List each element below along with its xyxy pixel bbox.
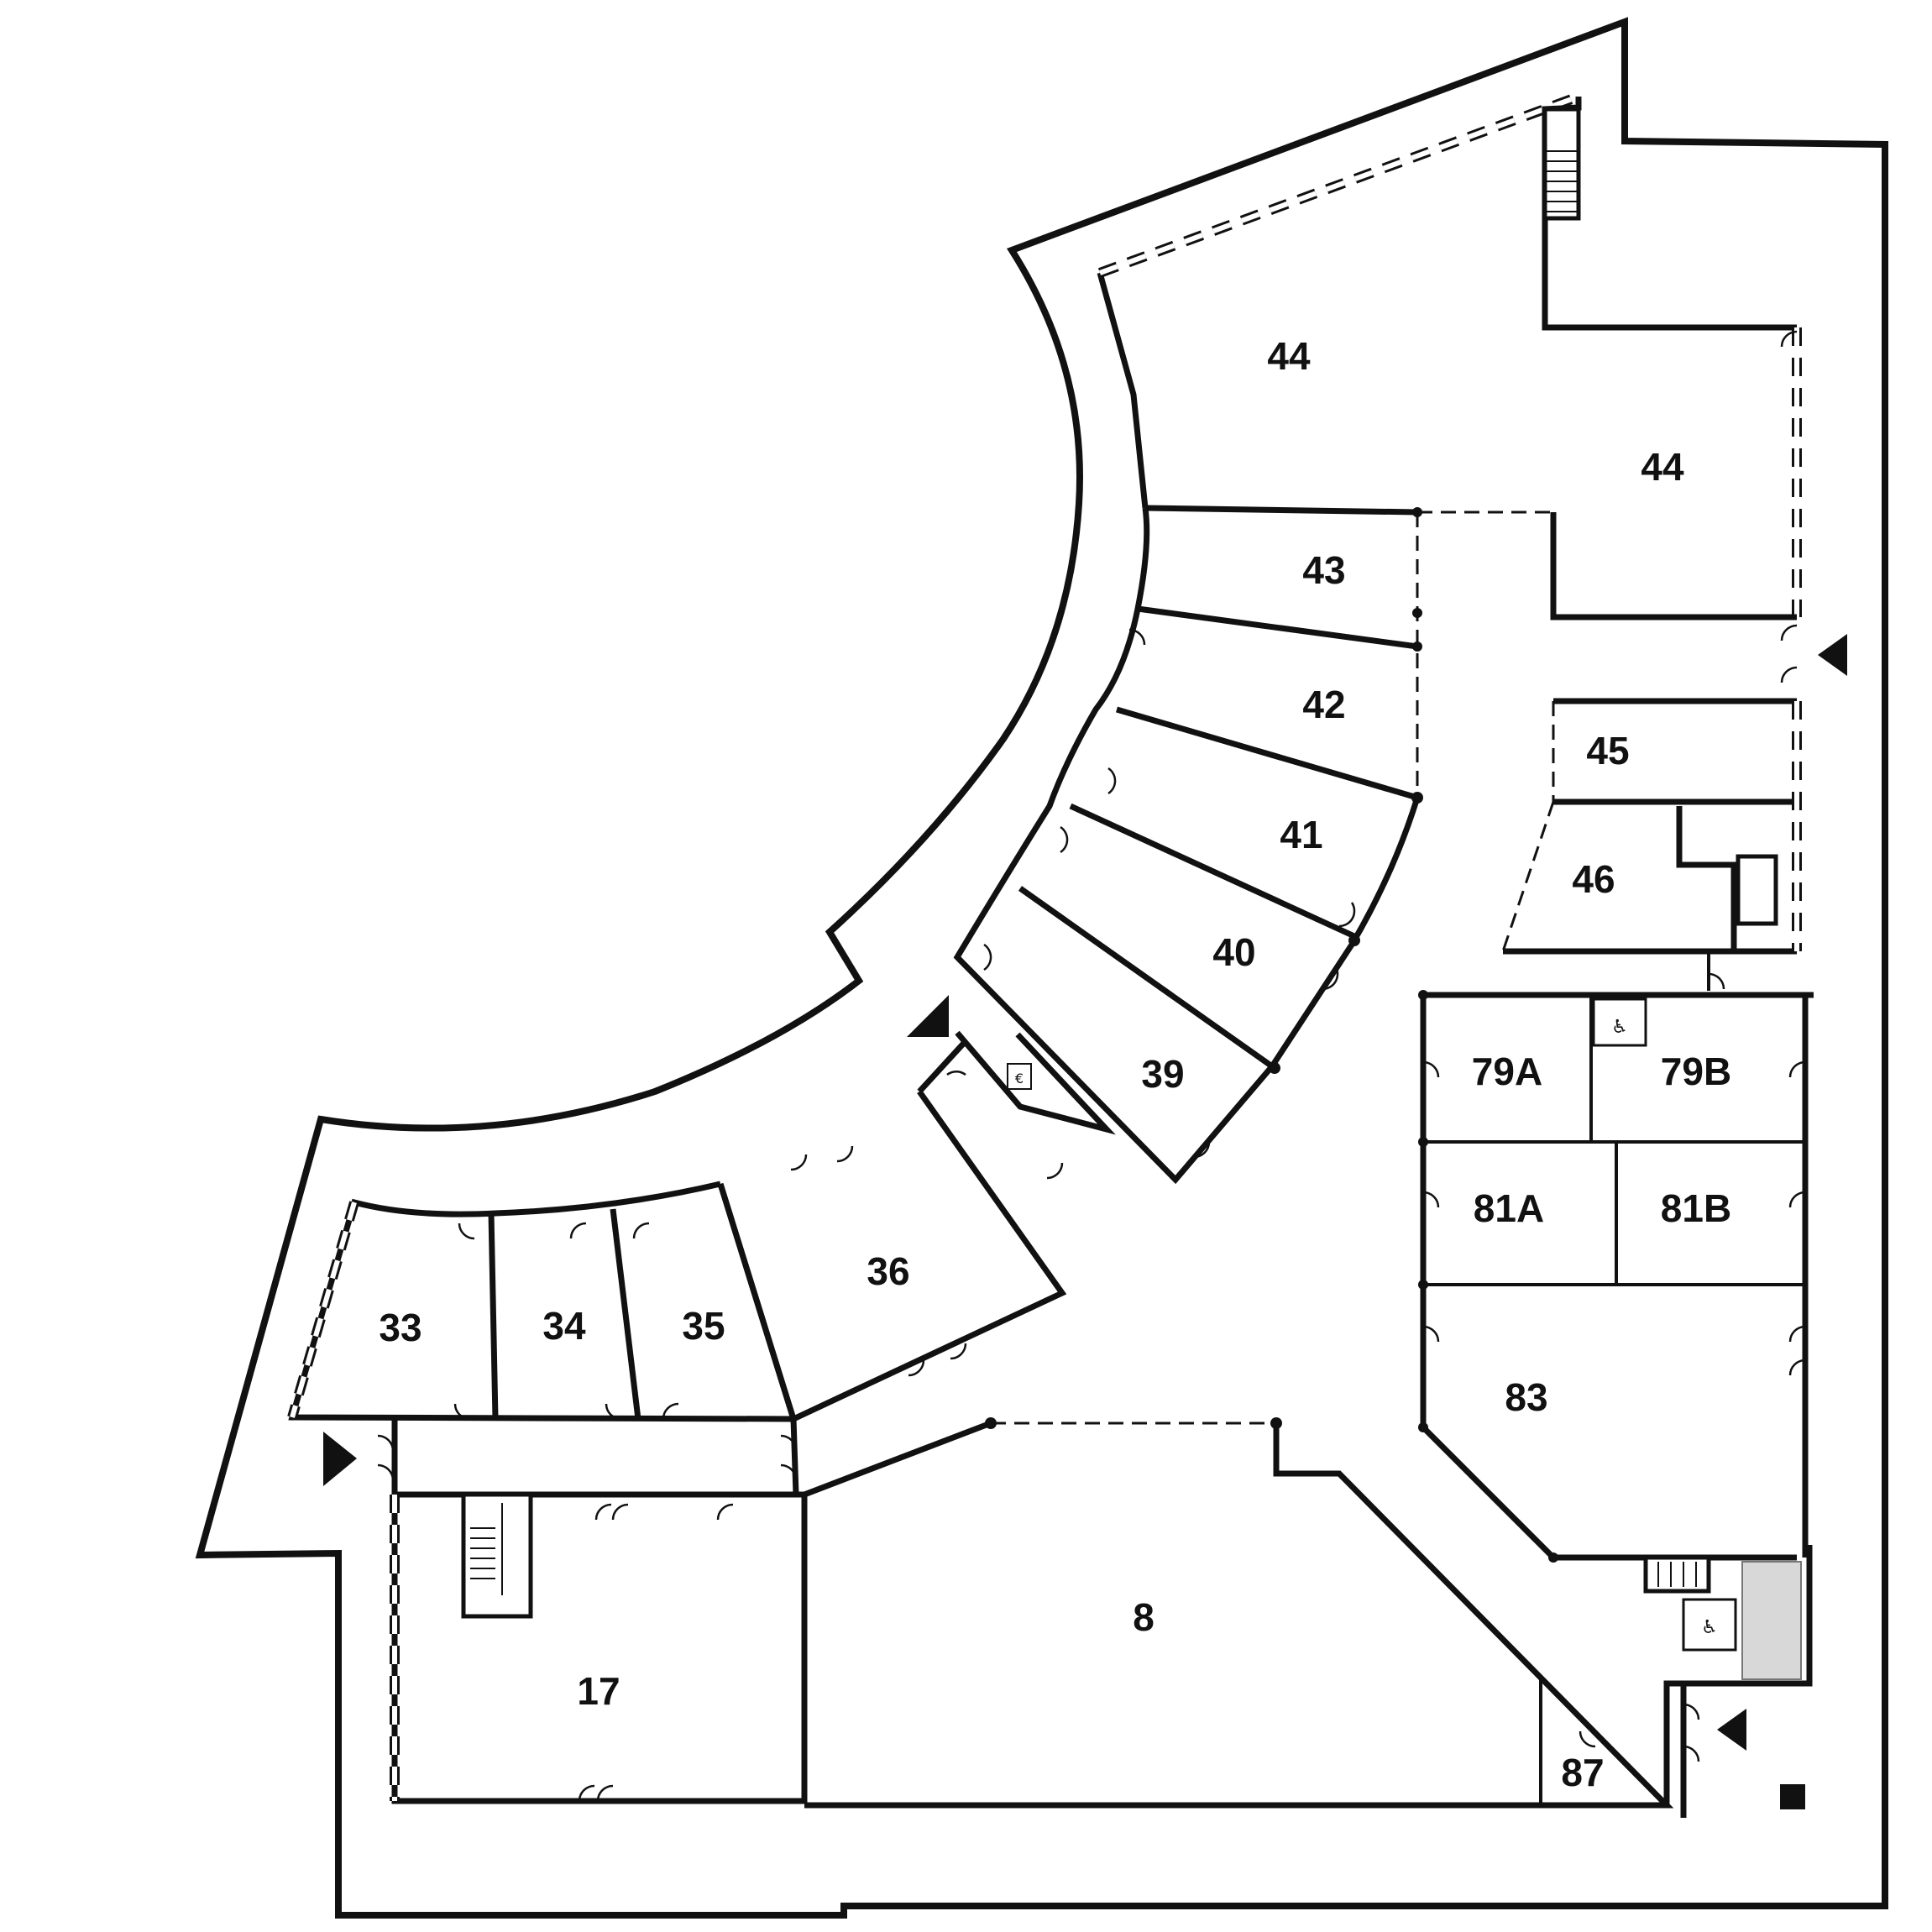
room-44-upper-label: 44 [1267, 334, 1311, 378]
lift-lower: ♿ [1682, 1598, 1737, 1652]
room-36-label: 36 [867, 1249, 909, 1293]
room-17-label: 17 [577, 1669, 620, 1713]
room-8-label: 8 [1133, 1595, 1154, 1639]
room-40-label: 40 [1212, 930, 1255, 974]
room-81b-label: 81B [1661, 1186, 1731, 1230]
svg-text:€: € [1015, 1071, 1024, 1086]
room-79b-label: 79B [1661, 1050, 1731, 1093]
room-35-label: 35 [682, 1304, 725, 1348]
entrance-markers [323, 634, 1847, 1809]
exit-square [1780, 1784, 1805, 1809]
entrance-arrow-northwest [907, 995, 949, 1037]
room-17-block [390, 1418, 808, 1804]
stair-upper [1542, 107, 1581, 221]
room-34-label: 34 [542, 1304, 586, 1348]
right-wing [1418, 698, 1814, 1687]
room-83-label: 83 [1505, 1375, 1547, 1419]
entrance-arrow-southeast [1717, 1709, 1746, 1751]
room-46-label: 46 [1572, 857, 1615, 901]
curved-rooms [953, 507, 1423, 1185]
lift-upper: ♿ [1592, 997, 1647, 1047]
doors [377, 330, 1806, 1802]
room-79a-label: 79A [1472, 1050, 1542, 1093]
svg-text:♿: ♿ [1701, 1617, 1718, 1638]
room-39-label: 39 [1141, 1052, 1184, 1096]
atm-icon: € [1007, 1063, 1032, 1090]
entrance-arrow-east [1818, 634, 1847, 676]
room-8-block [803, 1417, 1687, 1818]
lower-left-rooms [287, 1039, 1067, 1423]
room-42-label: 42 [1302, 683, 1345, 726]
svg-text:♿: ♿ [1611, 1017, 1628, 1038]
entrance-arrow-west [323, 1432, 357, 1486]
room-44-right-label: 44 [1641, 445, 1684, 489]
wing-44 [1097, 92, 1802, 620]
building-outline [195, 17, 1888, 1919]
room-81a-label: 81A [1474, 1186, 1544, 1230]
room-41-label: 41 [1280, 813, 1322, 856]
room-43-label: 43 [1302, 548, 1345, 592]
room-45-label: 45 [1586, 729, 1629, 772]
room-labels: 44 44 43 42 41 40 39 36 35 34 33 45 46 7… [379, 334, 1731, 1794]
room-87-label: 87 [1561, 1751, 1604, 1794]
room-33-label: 33 [379, 1306, 421, 1349]
